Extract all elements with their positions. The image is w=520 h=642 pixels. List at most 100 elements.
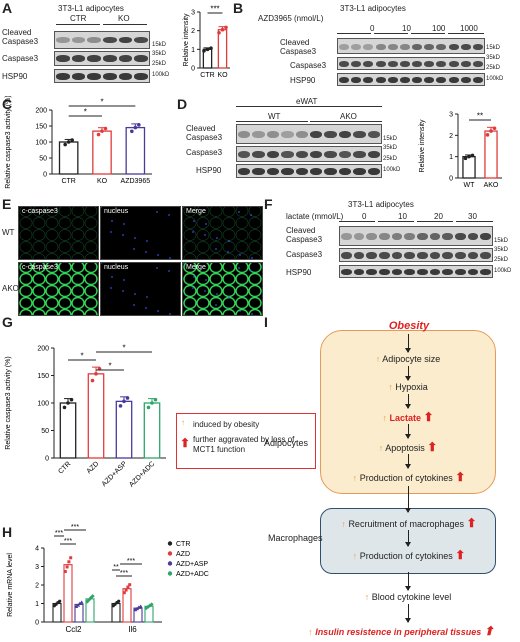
cell-outline: [248, 229, 262, 241]
flow-arrow-7: [405, 530, 411, 547]
data-point: [150, 401, 154, 405]
panel-a-mw-25: 25kD: [152, 61, 167, 67]
x-tick-label: Il6: [128, 625, 137, 634]
panel-f-underline-10: [378, 221, 414, 222]
sig-label: ***: [120, 570, 128, 577]
nucleus-dot: [101, 263, 102, 264]
micrograph-wt-1: nucleus: [100, 206, 181, 260]
blot-band: [281, 168, 294, 175]
y-tick-label: 2: [35, 583, 39, 590]
panel-d-mw-35: 35kD: [383, 145, 398, 151]
blot-band: [399, 44, 410, 50]
cell-outline: [183, 308, 197, 315]
panel-f-mw-25: 25kD: [494, 257, 509, 263]
blot-band: [339, 61, 350, 67]
blot-band: [366, 233, 377, 240]
panel-f-conc-30: 30: [468, 212, 477, 221]
data-point: [118, 404, 123, 408]
nucleus-dot: [227, 307, 229, 309]
panel-a-blot-caspase3: [54, 51, 150, 66]
blot-band: [295, 131, 308, 138]
blot-band: [266, 168, 280, 175]
flow-production-cytokines-1: ↑ Production of cytokines ⬆: [352, 470, 466, 484]
nucleus-dot: [239, 310, 241, 312]
sig-label: **: [477, 112, 483, 121]
cell-outline: [235, 241, 249, 253]
x-tick-label: CTR: [200, 72, 214, 79]
legend-label: CTR: [176, 541, 190, 548]
nucleus-dot: [262, 273, 263, 275]
micrograph-row-wt: WT: [2, 228, 15, 237]
micrograph-label-0: c-caspase3: [22, 208, 58, 215]
nucleus-dot: [101, 207, 102, 208]
cell-outline: [209, 284, 223, 298]
micrograph-wt-2: Merge: [182, 206, 263, 260]
panel-b-blot-cleaved: [337, 38, 485, 54]
legend-orange-arrow: ↑: [181, 418, 185, 427]
cell-outline: [235, 296, 249, 310]
blot-band: [436, 44, 447, 50]
blot-band: [324, 131, 337, 138]
nucleus-dot: [251, 313, 253, 315]
blot-band: [367, 151, 380, 158]
cell-outline: [19, 284, 33, 298]
nucleus-dot: [228, 240, 230, 242]
cell-outline: [45, 272, 59, 286]
x-tick-label: WT: [464, 182, 476, 189]
cell-outline: [183, 272, 197, 286]
cell-outline: [71, 263, 85, 274]
data-point: [153, 397, 158, 402]
panel-f-conc-20: 20: [434, 212, 443, 221]
cell-outline: [71, 272, 85, 286]
cell-outline: [209, 308, 223, 315]
cell-outline: [209, 296, 223, 310]
cell-outline: [71, 253, 85, 259]
blot-band: [442, 252, 453, 259]
blot-band: [412, 44, 423, 50]
y-tick-label: 1: [191, 47, 195, 54]
panel-label-f: F: [264, 196, 273, 212]
y-tick-label: 3: [191, 10, 195, 17]
cell-outline: [19, 272, 33, 286]
blot-band: [338, 168, 352, 175]
sig-label: *: [84, 108, 87, 117]
cell-outline: [196, 308, 210, 315]
data-point: [138, 604, 143, 608]
data-point: [470, 153, 475, 158]
data-point: [90, 378, 95, 383]
legend-label: AZD: [176, 551, 190, 558]
blot-band: [353, 269, 365, 275]
blot-band: [71, 73, 86, 80]
blot-band: [87, 73, 101, 80]
cell-outline: [84, 272, 98, 286]
panel-b-conc-0: 0: [370, 24, 375, 33]
panel-b-underline-100: [411, 33, 445, 34]
cell-outline: [183, 253, 197, 259]
blot-band: [134, 55, 148, 62]
blot-band: [417, 269, 428, 275]
blot-band: [375, 61, 386, 67]
panel-d-row-caspase3: Caspase3: [186, 148, 223, 157]
blot-band: [448, 61, 459, 67]
cell-outline: [71, 229, 85, 241]
nucleus-dot: [111, 276, 113, 278]
nucleus-dot: [193, 276, 195, 278]
blot-band: [295, 151, 308, 158]
y-tick-label: 200: [35, 108, 47, 115]
blot-band: [367, 168, 380, 175]
panel-label-d: D: [177, 96, 188, 112]
cell-outline: [196, 272, 210, 286]
cell-outline: [196, 253, 210, 259]
y-tick-label: 150: [35, 124, 47, 131]
legend-induced-by-obesity: induced by obesity: [193, 420, 260, 429]
blot-band: [134, 73, 148, 80]
cell-outline: [58, 217, 72, 229]
cell-outline: [222, 207, 236, 217]
cell-outline: [19, 253, 33, 259]
cell-outline: [32, 308, 46, 315]
nucleus-dot: [157, 310, 159, 312]
nucleus-dot: [238, 211, 240, 213]
data-point: [209, 46, 213, 51]
